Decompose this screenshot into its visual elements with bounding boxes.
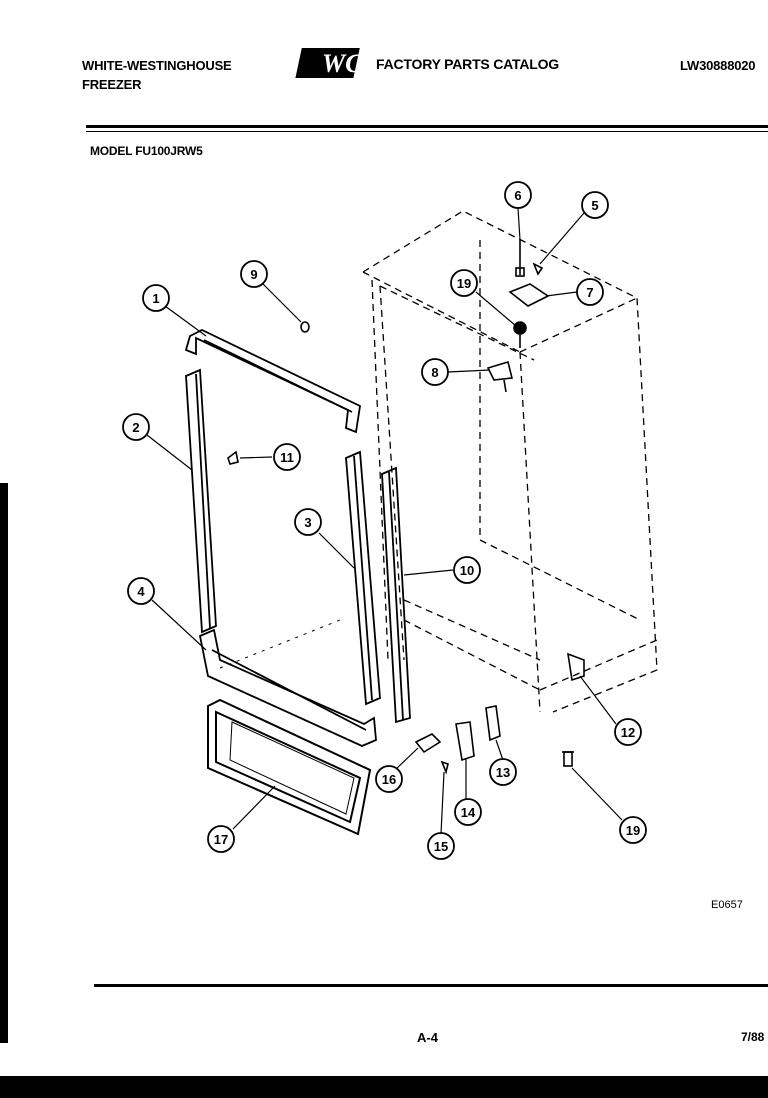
callout-label-9: 9: [250, 267, 257, 282]
callout-circle-11: [273, 443, 301, 471]
callout-label-2: 2: [132, 420, 139, 435]
callout-label-13: 13: [496, 765, 510, 780]
model-label: MODEL FU100JRW5: [90, 144, 203, 158]
callout-label-19a: 19: [457, 276, 471, 291]
callout-label-11: 11: [280, 450, 294, 465]
cabinet-outline: [362, 210, 658, 713]
catalog-title: FACTORY PARTS CATALOG: [376, 56, 559, 72]
callout-circle-15: [427, 832, 455, 860]
logo-text: WCI: [322, 49, 373, 78]
callout-circle-4: [127, 577, 155, 605]
callout-label-15: 15: [434, 839, 448, 854]
callout-label-16: 16: [382, 772, 396, 787]
header-rule-thin: [86, 131, 768, 132]
page-number: A-4: [417, 1030, 438, 1045]
callout-circle-14: [454, 798, 482, 826]
callout-circle-5: [581, 191, 609, 219]
callout-label-7: 7: [586, 285, 593, 300]
callout-label-8: 8: [431, 365, 438, 380]
callout-circles: [122, 181, 647, 860]
callout-circle-1: [142, 284, 170, 312]
scan-edge-left: [0, 483, 8, 1043]
callout-circle-3: [294, 508, 322, 536]
callout-label-4: 4: [137, 584, 145, 599]
callout-circle-13: [489, 758, 517, 786]
callout-circle-6: [504, 181, 532, 209]
callout-circle-2: [122, 413, 150, 441]
callout-label-14: 14: [461, 805, 476, 820]
kickplate: [207, 698, 372, 836]
callout-circle-8: [421, 358, 449, 386]
header-rule-thick: [86, 125, 768, 128]
callout-circle-12: [614, 718, 642, 746]
callout-circle-17: [207, 825, 235, 853]
brand-name: WHITE-WESTINGHOUSE: [82, 58, 232, 73]
scan-edge-bottom: [0, 1076, 768, 1098]
callout-circle-10: [453, 556, 481, 584]
callout-label-17: 17: [214, 832, 228, 847]
catalog-date: 7/88: [741, 1030, 765, 1044]
callout-label-10: 10: [460, 563, 474, 578]
callout-circle-9: [240, 260, 268, 288]
product-type: FREEZER: [82, 77, 142, 92]
footer-rule: [94, 984, 768, 987]
callout-circle-16: [375, 765, 403, 793]
leader-lines: [146, 207, 623, 835]
callout-label-6: 6: [514, 188, 521, 203]
hardware: [227, 240, 585, 775]
callout-label-19b: 19: [626, 823, 640, 838]
callout-label-1: 1: [152, 291, 159, 306]
callout-label-5: 5: [591, 198, 598, 213]
document-id: LW30888020: [680, 58, 756, 73]
diagram-code: E0657: [711, 899, 743, 911]
wci-logo: WCI: [295, 48, 373, 78]
door-outline: [219, 619, 341, 669]
callout-circle-7: [576, 278, 604, 306]
breaker-strips: [184, 328, 411, 747]
callout-label-3: 3: [304, 515, 311, 530]
callout-circle-19b: [619, 816, 647, 844]
callout-circle-19a: [450, 269, 478, 297]
callout-label-12: 12: [621, 725, 635, 740]
